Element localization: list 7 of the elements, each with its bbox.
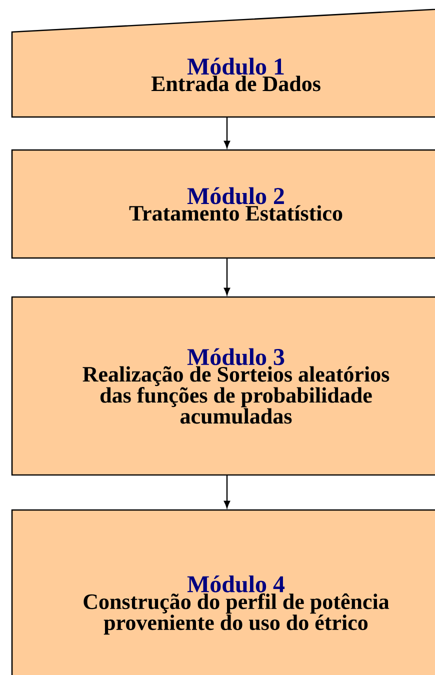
process-box: Módulo 1 Entrada de Dados <box>11 7 435 118</box>
arrow <box>224 117 230 148</box>
process-box: Módulo 3 Realização de Sorteios aleatórios das funções de probabilidade acumuladas <box>11 296 435 476</box>
process-box: Módulo 4 Construção do perfil de potência proveniente do uso do étrico <box>11 509 435 675</box>
arrow <box>224 475 230 508</box>
process-box: Módulo 2 Tratamento Estatístico <box>11 149 435 259</box>
arrow <box>224 258 230 296</box>
